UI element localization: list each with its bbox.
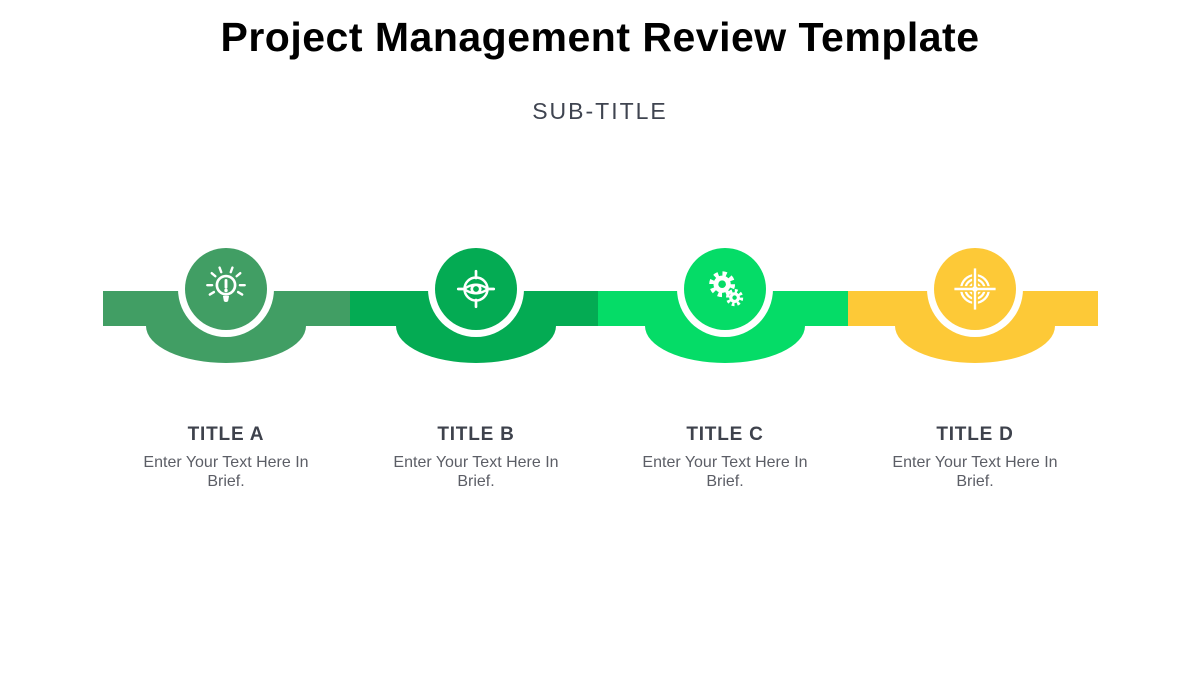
step-label-b: TITLE B Enter Your Text Here In Brief.	[346, 424, 606, 491]
step-description: Enter Your Text Here In Brief.	[393, 454, 559, 491]
step-description: Enter Your Text Here In Brief.	[143, 454, 309, 491]
step-title: TITLE D	[936, 424, 1014, 445]
gears-icon	[702, 266, 748, 312]
step-label-a: TITLE A Enter Your Text Here In Brief.	[96, 424, 356, 491]
step-title: TITLE A	[187, 424, 265, 445]
bullseye-icon	[952, 266, 998, 312]
step-badge-d	[934, 248, 1016, 330]
step-description: Enter Your Text Here In Brief.	[892, 454, 1058, 491]
step-title: TITLE C	[686, 424, 764, 445]
step-label-d: TITLE D Enter Your Text Here In Brief.	[845, 424, 1105, 491]
step-description: Enter Your Text Here In Brief.	[642, 454, 808, 491]
step-badge-a	[185, 248, 267, 330]
step-label-c: TITLE C Enter Your Text Here In Brief.	[595, 424, 855, 491]
eye-target-icon	[453, 266, 499, 312]
step-badge-c	[684, 248, 766, 330]
slide-subtitle: SUB-TITLE	[532, 98, 668, 124]
lightbulb-icon	[203, 266, 249, 312]
slide-title: Project Management Review Template	[220, 14, 980, 60]
step-title: TITLE B	[437, 424, 515, 445]
step-badge-b	[435, 248, 517, 330]
